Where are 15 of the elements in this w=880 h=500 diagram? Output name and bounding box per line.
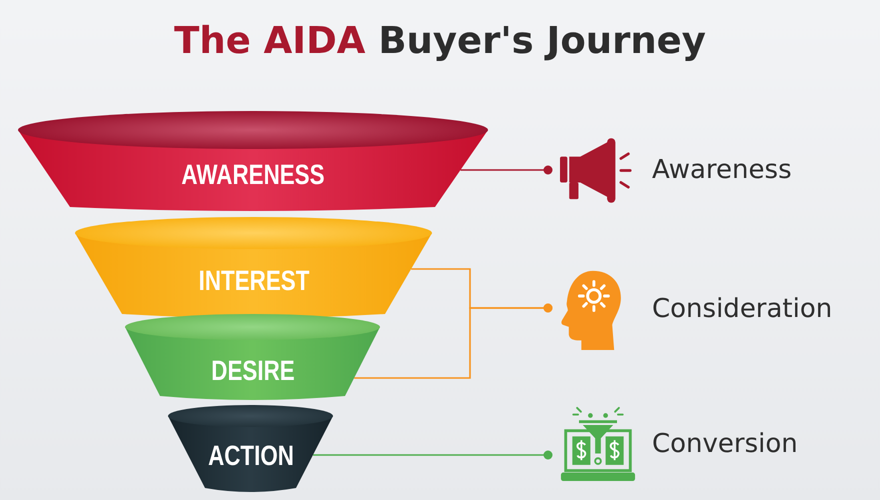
connector-line <box>313 450 552 460</box>
funnel-section <box>18 111 488 211</box>
funnel-section <box>75 217 432 318</box>
title: The AIDA Buyer's Journey <box>174 20 706 63</box>
connector-line <box>460 166 552 174</box>
stage-name: Awareness <box>652 156 792 184</box>
stage-label: DESIRE <box>210 357 294 385</box>
stage-label: AWARENESS <box>181 161 325 189</box>
stage-label: INTEREST <box>198 267 309 295</box>
funnel-section <box>125 314 380 400</box>
stage-label: ACTION <box>208 442 294 470</box>
funnel-section <box>168 405 333 492</box>
stage-name: Consideration <box>652 294 832 324</box>
connector-line <box>354 304 552 379</box>
stage-name: Conversion <box>652 430 798 458</box>
